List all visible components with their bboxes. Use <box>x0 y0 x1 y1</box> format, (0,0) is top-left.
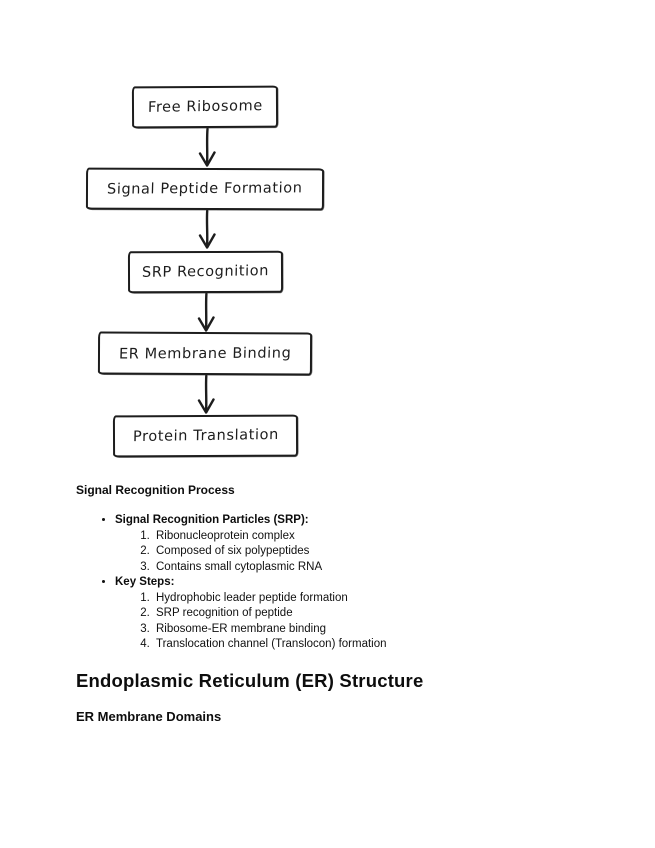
list-item-srp: Signal Recognition Particles (SRP): Ribo… <box>115 513 596 575</box>
numbered-list: Ribonucleoprotein complex Composed of si… <box>115 529 596 576</box>
arrow-down-icon <box>198 128 216 167</box>
list-item-key-steps: Key Steps: Hydrophobic leader peptide fo… <box>115 575 596 653</box>
notes-heading: Signal Recognition Process <box>76 483 235 497</box>
arrow-down-icon <box>197 293 215 332</box>
bullet-label: Signal Recognition Particles (SRP): <box>115 514 309 526</box>
flowchart-node-label: SRP Recognition <box>141 263 270 281</box>
numbered-item: Composed of six polypeptides <box>153 544 596 560</box>
numbered-list: Hydrophobic leader peptide formation SRP… <box>115 591 596 653</box>
bullet-label: Key Steps: <box>115 576 175 588</box>
numbered-item: Ribosome-ER membrane binding <box>153 622 596 638</box>
bullet-list: Signal Recognition Particles (SRP): Ribo… <box>76 513 596 653</box>
numbered-item: Hydrophobic leader peptide formation <box>153 591 596 607</box>
flowchart-node-srp-recognition: SRP Recognition <box>127 250 284 294</box>
flowchart-node-signal-peptide-formation: Signal Peptide Formation <box>85 167 325 211</box>
numbered-item: Contains small cytoplasmic RNA <box>153 560 596 576</box>
numbered-item: Translocation channel (Translocon) forma… <box>153 637 596 653</box>
flowchart-node-protein-translation: Protein Translation <box>112 414 299 458</box>
flowchart-node-free-ribosome: Free Ribosome <box>131 85 279 129</box>
section-subtitle: ER Membrane Domains <box>76 709 222 724</box>
numbered-item: Ribonucleoprotein complex <box>153 529 596 545</box>
arrow-down-icon <box>198 210 216 249</box>
flowchart-node-label: Protein Translation <box>132 426 279 446</box>
arrow-down-icon <box>197 375 215 414</box>
numbered-item: SRP recognition of peptide <box>153 606 596 622</box>
flowchart-node-label: ER Membrane Binding <box>118 344 292 363</box>
flowchart-node-er-membrane-binding: ER Membrane Binding <box>97 331 313 376</box>
notes-section: Signal Recognition Process Signal Recogn… <box>76 483 596 653</box>
section-title: Endoplasmic Reticulum (ER) Structure <box>76 670 424 691</box>
flowchart: Free Ribosome Signal Peptide Formation S… <box>85 85 325 458</box>
flowchart-node-label: Free Ribosome <box>147 98 263 116</box>
flowchart-node-label: Signal Peptide Formation <box>106 180 303 198</box>
